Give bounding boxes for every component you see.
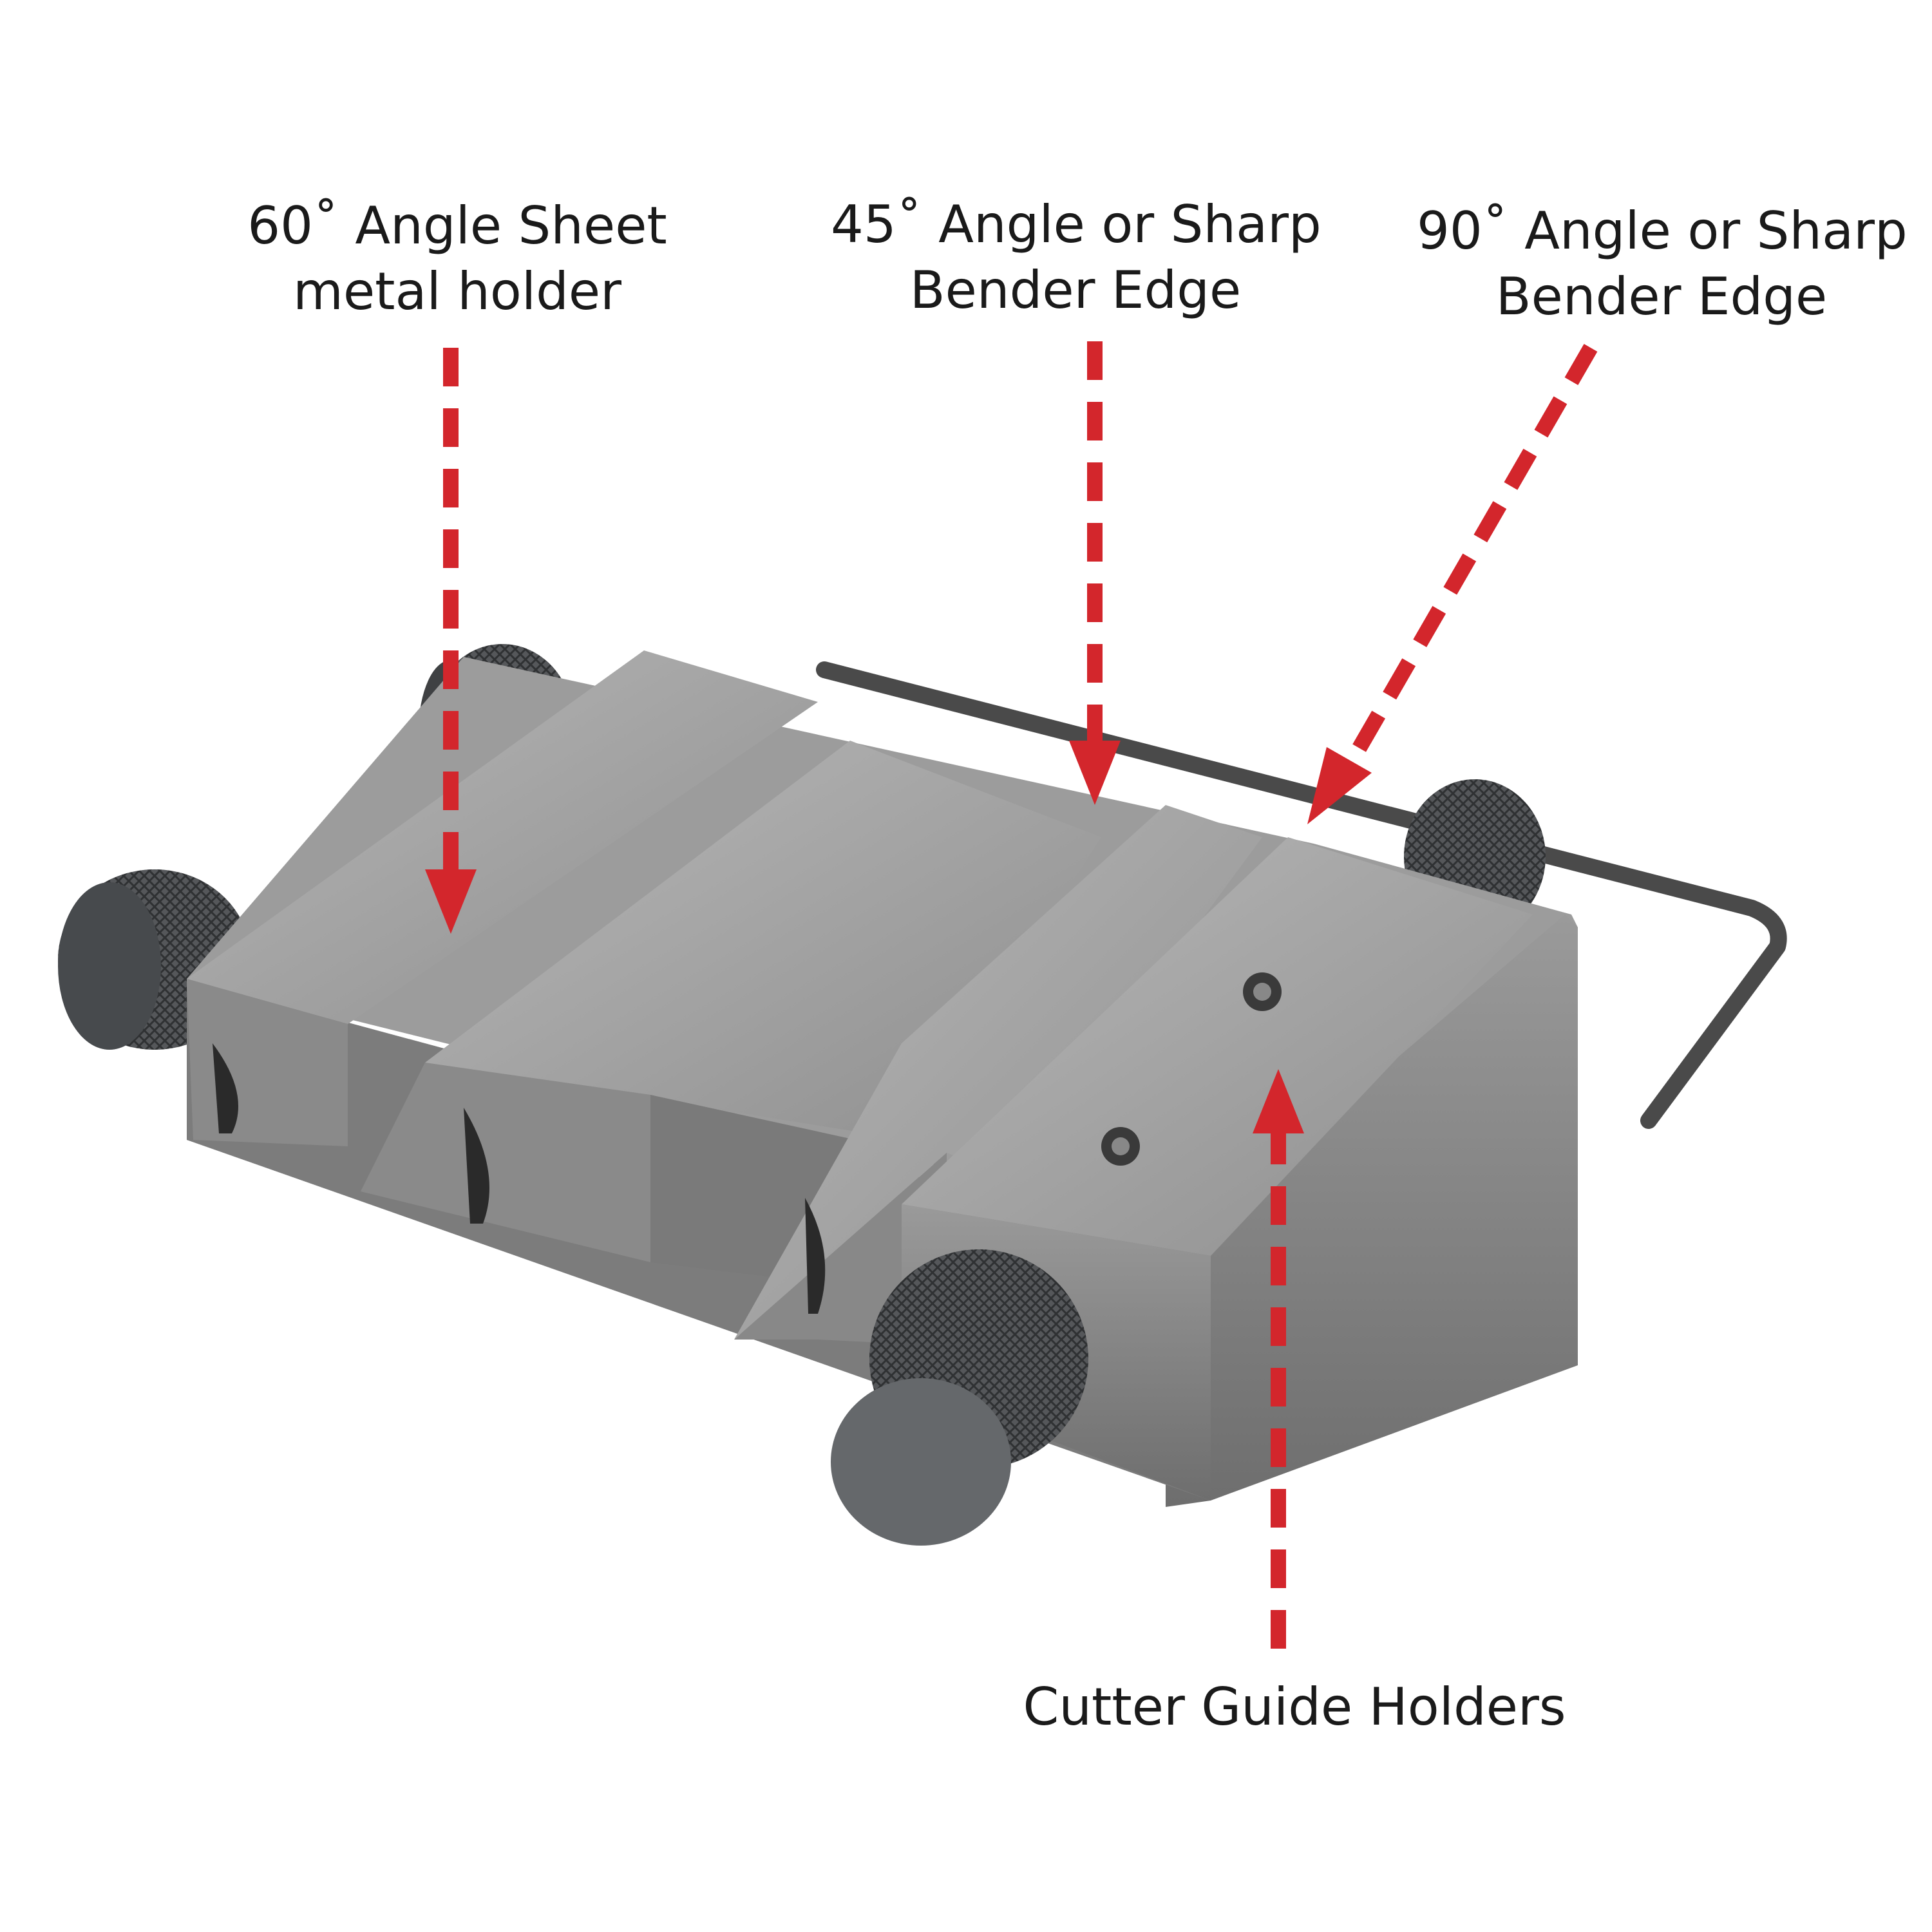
arrow-cutter-guide <box>1253 1069 1304 1649</box>
arrow-90-degree <box>1307 343 1598 824</box>
arrow-60-degree <box>425 348 477 934</box>
jaw-60-degree <box>187 650 818 1146</box>
label-60-degree-holder: 60˚ Angle Sheet metal holder <box>245 193 670 325</box>
label-cutter-line1: Cutter Guide Holders <box>1023 1677 1566 1737</box>
label-45-degree-edge: 45˚ Angle or Sharp Bender Edge <box>831 192 1321 323</box>
allen-key <box>816 661 1787 1129</box>
label-60-line1: 60˚ Angle Sheet <box>247 196 667 256</box>
label-90-line1: 90˚ Angle or Sharp <box>1417 201 1908 261</box>
knob-front-right <box>831 1249 1088 1546</box>
label-45-line2: Bender Edge <box>909 260 1242 320</box>
label-60-line2: metal holder <box>293 261 621 321</box>
label-90-line2: Bender Edge <box>1495 267 1828 327</box>
arrow-45-degree <box>1069 341 1121 805</box>
label-cutter-guide-holders: Cutter Guide Holders <box>1005 1674 1584 1740</box>
label-90-degree-edge: 90˚ Angle or Sharp Bender Edge <box>1417 198 1908 330</box>
label-45-line1: 45˚ Angle or Sharp <box>831 194 1321 254</box>
